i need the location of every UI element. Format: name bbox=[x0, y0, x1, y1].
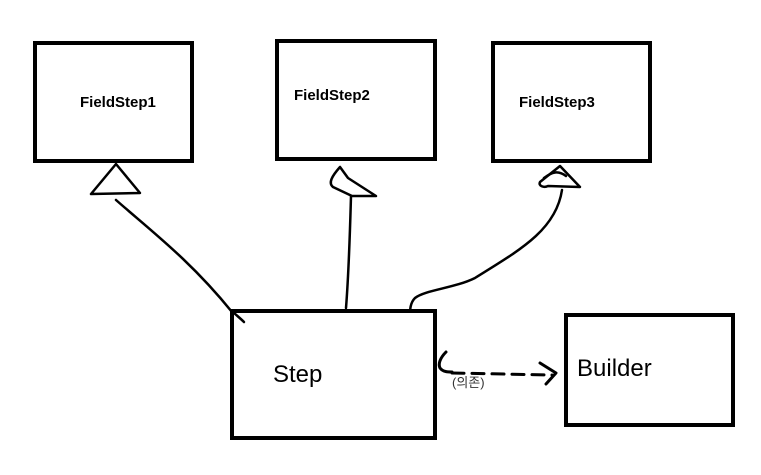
inheritance-line-3 bbox=[408, 188, 564, 318]
builder-box: Builder bbox=[564, 313, 735, 427]
step-label: Step bbox=[273, 361, 322, 388]
dependency-tail-hook bbox=[437, 350, 454, 374]
dependency-label: (의존) bbox=[452, 375, 485, 390]
builder-label: Builder bbox=[577, 355, 652, 382]
inheritance-triangle-1 bbox=[89, 162, 142, 196]
inheritance-line-2 bbox=[344, 194, 353, 310]
step-box: Step bbox=[230, 309, 437, 440]
fieldstep1-label: FieldStep1 bbox=[80, 94, 156, 111]
fieldstep2-label: FieldStep2 bbox=[294, 87, 370, 104]
inheritance-line-1 bbox=[114, 198, 234, 314]
fieldstep1-box: FieldStep1 bbox=[33, 41, 194, 163]
fieldstep2-box: FieldStep2 bbox=[275, 39, 437, 161]
dependency-arrow-line bbox=[450, 371, 554, 377]
dependency-arrowhead bbox=[538, 361, 558, 386]
fieldstep3-label: FieldStep3 bbox=[519, 94, 595, 111]
inheritance-triangle-2 bbox=[329, 165, 378, 198]
inheritance-triangle-3 bbox=[538, 164, 582, 189]
fieldstep3-box: FieldStep3 bbox=[491, 41, 652, 163]
step-corner-scribble bbox=[230, 309, 246, 324]
triangle-3-scribble bbox=[542, 171, 568, 180]
